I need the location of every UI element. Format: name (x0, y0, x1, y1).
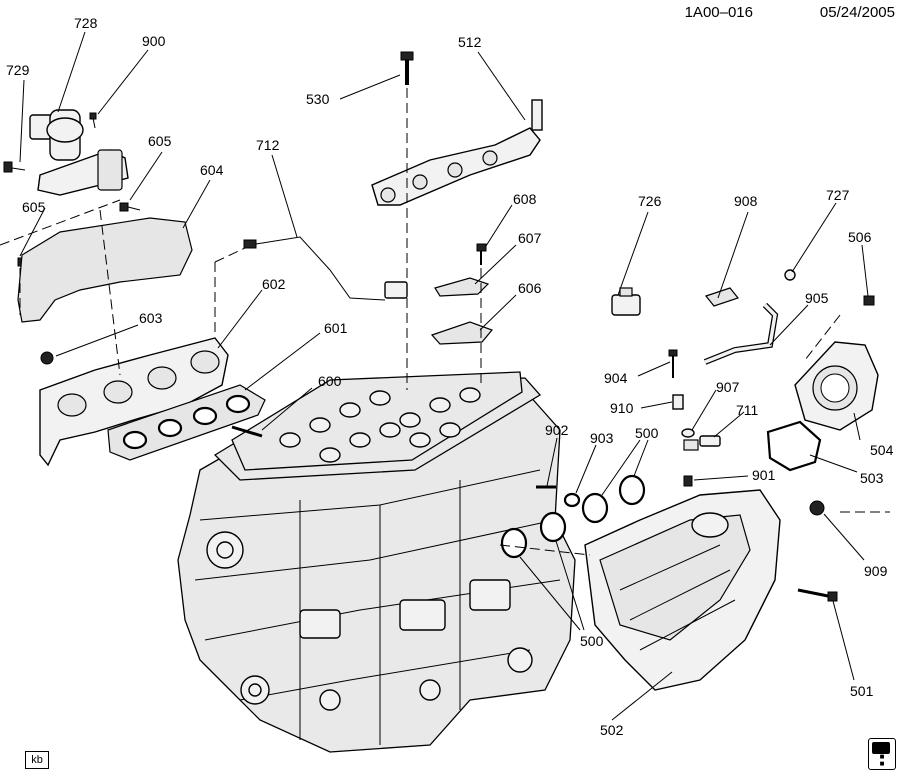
part-500-seals-lower (500, 511, 567, 559)
part-604-heat-shield (17, 217, 193, 323)
initials-box: kb (25, 751, 49, 769)
callout-605-upper: 605 (148, 133, 172, 149)
callout-902: 902 (545, 422, 569, 438)
engine-block (177, 371, 576, 753)
callout-600: 600 (318, 373, 342, 389)
part-606-gasket (430, 321, 494, 345)
callout-605-lower: 605 (22, 199, 46, 215)
callout-712: 712 (256, 137, 280, 153)
callout-603: 603 (139, 310, 163, 326)
part-726-valve (611, 287, 641, 316)
callout-607: 607 (518, 230, 542, 246)
callout-900: 900 (142, 33, 166, 49)
part-711-sensor (683, 435, 721, 451)
callout-502: 502 (600, 722, 624, 738)
part-905-hose (703, 302, 779, 365)
part-903-ring (563, 492, 581, 508)
callout-606: 606 (518, 280, 542, 296)
part-602-exhaust-manifold (39, 337, 229, 467)
callout-905: 905 (805, 290, 829, 306)
part-900-bolt (89, 112, 97, 129)
part-500-seals-upper (581, 474, 646, 524)
part-603-nut (40, 351, 54, 365)
callout-729: 729 (6, 62, 30, 78)
part-506-bolt (863, 295, 875, 306)
gm-spo-logo-icon: ■■ (868, 738, 896, 770)
callout-501: 501 (850, 683, 874, 699)
leader-lines (19, 31, 869, 721)
callout-903: 903 (590, 430, 614, 446)
part-909-bolt (809, 500, 825, 516)
callout-711: 711 (736, 402, 759, 418)
part-501-bolt (797, 588, 838, 602)
camshafts (279, 387, 481, 463)
part-600-stud (231, 425, 263, 438)
callout-504: 504 (870, 442, 894, 458)
callout-728: 728 (74, 15, 98, 31)
part-607-cover (434, 277, 490, 297)
callout-602: 602 (262, 276, 286, 292)
callout-500-upper: 500 (635, 425, 659, 441)
part-904-bolt (668, 349, 678, 378)
callout-604: 604 (200, 162, 224, 178)
callout-727: 727 (826, 187, 850, 203)
callout-labels: 728 729 900 605 604 605 712 530 512 608 … (6, 15, 894, 738)
alignment-lines (0, 88, 890, 556)
part-727-clip (784, 269, 796, 281)
part-907-seal (681, 428, 695, 438)
callout-909: 909 (864, 563, 888, 579)
callout-601: 601 (324, 320, 348, 336)
diagram-code: 1A00–016 (685, 4, 753, 21)
part-901-bolt (683, 475, 693, 487)
callout-901: 901 (752, 467, 776, 483)
part-530-bolt (400, 51, 414, 85)
part-502-intake-manifold (584, 489, 781, 691)
diagram-date: 05/24/2005 (820, 4, 895, 21)
part-728-valve (29, 109, 129, 196)
part-504-throttle-body (794, 341, 879, 431)
part-512-fuel-rail (371, 99, 543, 206)
callout-726: 726 (638, 193, 662, 209)
callout-907: 907 (716, 379, 740, 395)
part-503-seal (766, 420, 822, 472)
part-601-gasket (107, 384, 266, 461)
part-908-bracket (704, 287, 740, 307)
callout-506: 506 (848, 229, 872, 245)
callout-910: 910 (610, 400, 634, 416)
callout-608: 608 (513, 191, 537, 207)
callout-908: 908 (734, 193, 758, 209)
callout-503: 503 (860, 470, 884, 486)
callout-500-lower: 500 (580, 633, 604, 649)
part-729-bolt (3, 161, 26, 173)
callout-530: 530 (306, 91, 330, 107)
part-605-stud-upper (119, 202, 141, 212)
part-910-fitting (672, 394, 684, 410)
callout-904: 904 (604, 370, 628, 386)
part-608-bolt (476, 243, 487, 265)
callout-512: 512 (458, 34, 482, 50)
